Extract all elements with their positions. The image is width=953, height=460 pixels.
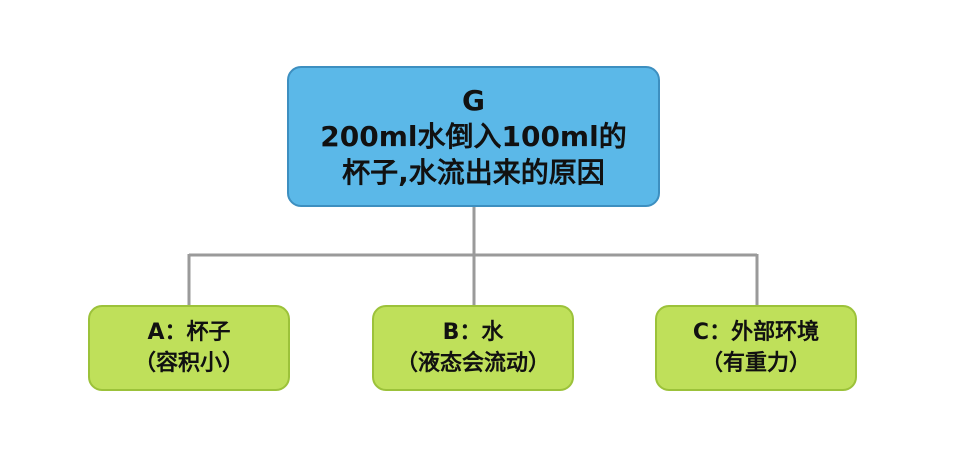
root-node-g: G 200ml水倒入100ml的 杯子,水流出来的原因	[287, 66, 660, 207]
child-a-title: A：杯子	[147, 320, 231, 345]
child-c-note: （有重力）	[700, 351, 811, 376]
child-a-note: （容积小）	[133, 351, 244, 376]
child-node-a: A：杯子 （容积小）	[88, 305, 290, 391]
child-b-note: （液态会流动）	[395, 351, 550, 376]
child-c-title: C：外部环境	[692, 320, 820, 345]
child-node-b: B：水 （液态会流动）	[372, 305, 574, 391]
child-b-title: B：水	[442, 320, 504, 345]
root-label: G	[462, 83, 485, 117]
root-text-line-2: 杯子,水流出来的原因	[342, 155, 605, 189]
child-node-c: C：外部环境 （有重力）	[655, 305, 857, 391]
root-text-line-1: 200ml水倒入100ml的	[320, 119, 627, 153]
